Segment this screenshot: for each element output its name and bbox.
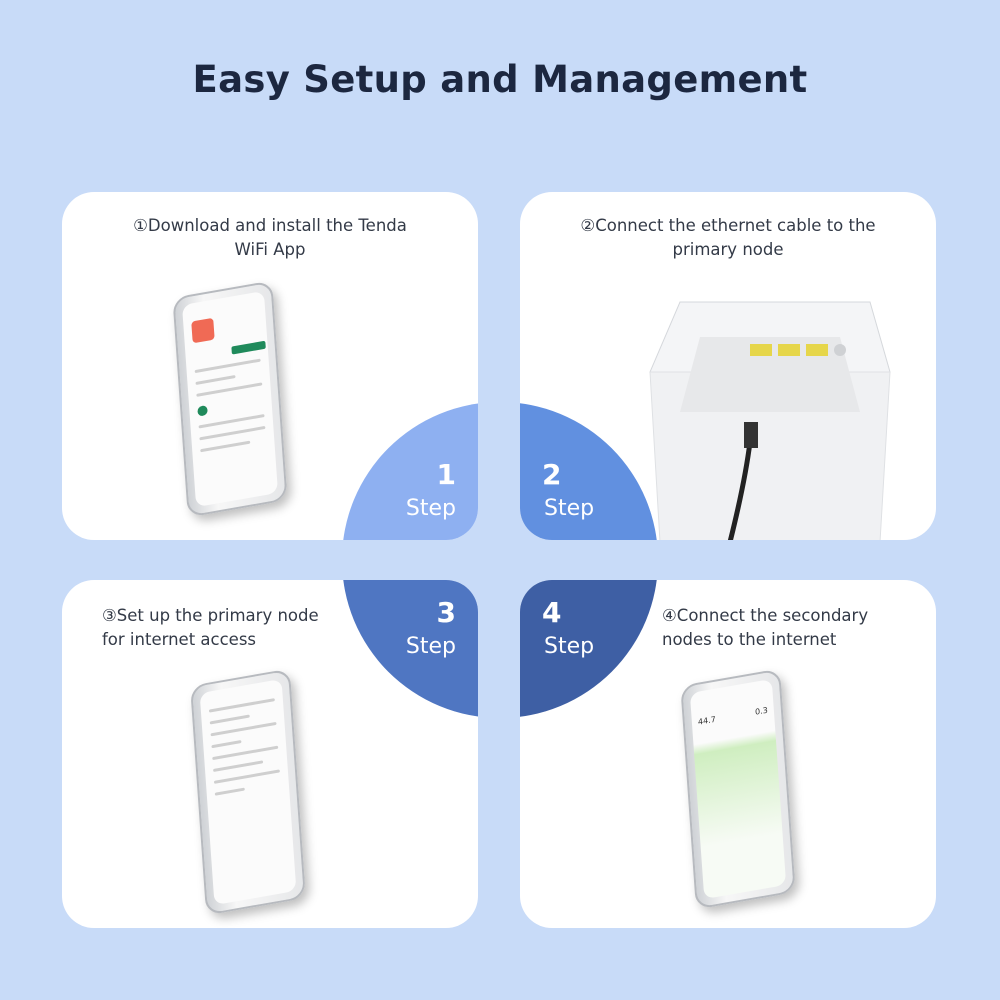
step-1-label: Step — [405, 496, 456, 521]
phone-app-store-image — [172, 280, 288, 518]
step-3-label: Step — [405, 634, 456, 659]
step-2-caption: ②Connect the ethernet cable to the prima… — [580, 216, 876, 259]
step-2-card: ②Connect the ethernet cable to the prima… — [520, 192, 936, 540]
page-title: Easy Setup and Management — [192, 58, 808, 101]
step-2-label: Step — [544, 496, 595, 521]
step-1-caption: ①Download and install the Tenda WiFi App — [133, 216, 407, 259]
phone-setup-image — [190, 668, 306, 916]
step-3-number: 3 — [436, 596, 456, 629]
step-4-card: ④Connect the secondary nodes to the inte… — [520, 580, 936, 928]
install-button-image — [231, 340, 266, 355]
step-3-caption: ③Set up the primary node for internet ac… — [102, 606, 319, 649]
step-2-number: 2 — [542, 458, 562, 491]
step-1-card: ①Download and install the Tenda WiFi App… — [62, 192, 478, 540]
download-speed: 44.7 — [697, 714, 717, 727]
tenda-app-icon — [191, 317, 215, 344]
step-4-caption: ④Connect the secondary nodes to the inte… — [662, 606, 869, 649]
step-4-label: Step — [544, 634, 595, 659]
step-4-number: 4 — [542, 596, 562, 629]
phone-network-image: 44.7 0.3 — [680, 668, 796, 910]
step-3-card: ③Set up the primary node for internet ac… — [62, 580, 478, 928]
upload-speed: 0.3 — [754, 705, 769, 717]
router-image — [649, 301, 891, 540]
step-1-number: 1 — [436, 458, 456, 491]
